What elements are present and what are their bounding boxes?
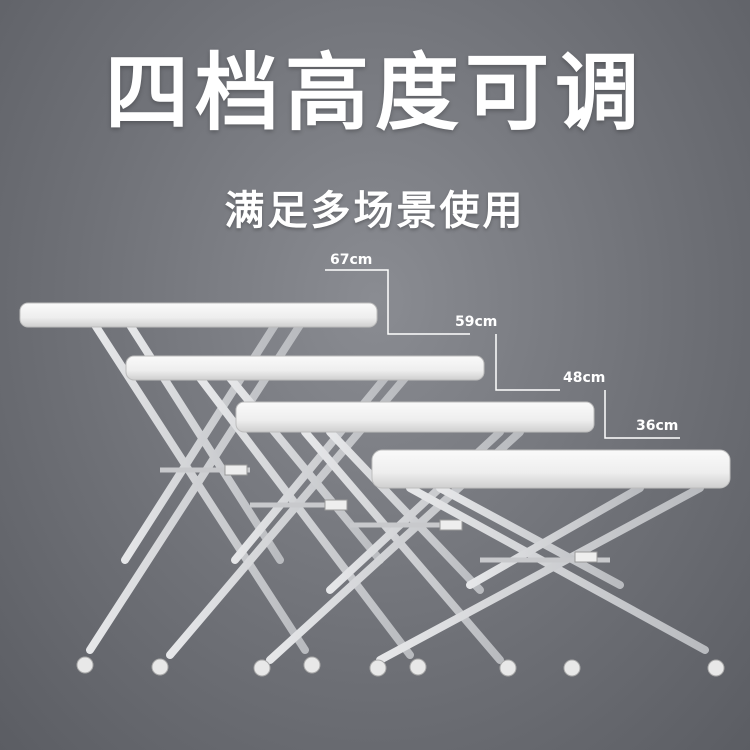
subheadline: 满足多场景使用 <box>224 188 526 234</box>
table-48cm <box>235 401 595 677</box>
height-label-36cm: 36cm <box>636 418 679 434</box>
height-guide-lines <box>325 269 680 439</box>
table-36cm <box>369 449 731 677</box>
height-label-59cm: 59cm <box>455 314 498 330</box>
height-label-67cm: 67cm <box>330 252 373 268</box>
headline: 四档高度可调 <box>104 44 645 142</box>
height-label-48cm: 48cm <box>563 370 606 386</box>
